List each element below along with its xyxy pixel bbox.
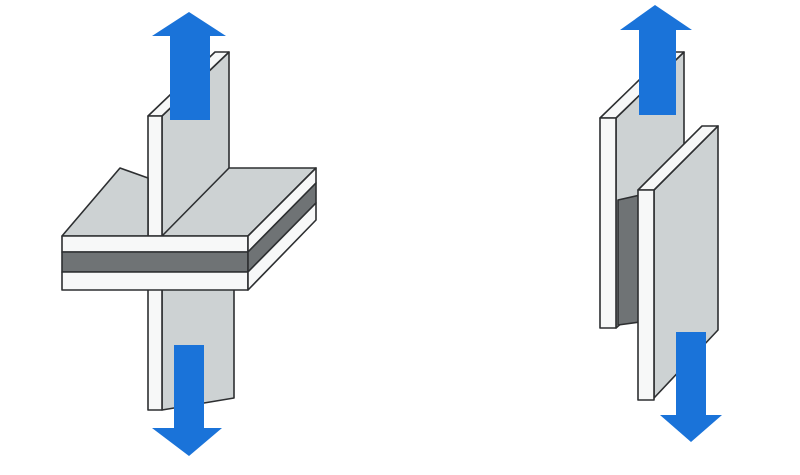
horizontal-laminate	[61, 167, 317, 291]
arrow-up-icon	[152, 12, 226, 120]
laminate-front-top-layer	[61, 235, 249, 253]
laminate-side-bottom-layer	[247, 202, 317, 291]
front-plate-edge	[637, 189, 655, 401]
lower-plate-edge	[147, 287, 163, 411]
cross-tension-joint	[61, 12, 317, 456]
upper-plate-edge	[147, 115, 163, 237]
back-plate-edge	[599, 117, 617, 329]
laminate-top-left	[61, 167, 149, 237]
lap-shear-joint	[599, 5, 722, 442]
arrow-up-icon	[620, 5, 692, 115]
front-plate	[637, 125, 719, 401]
adhesive-layer	[617, 194, 641, 326]
arrow-down-icon	[152, 345, 222, 456]
laminate-front-bottom-layer	[61, 271, 249, 291]
adhesive-layer	[61, 251, 249, 273]
arrow-down-icon	[660, 332, 722, 442]
